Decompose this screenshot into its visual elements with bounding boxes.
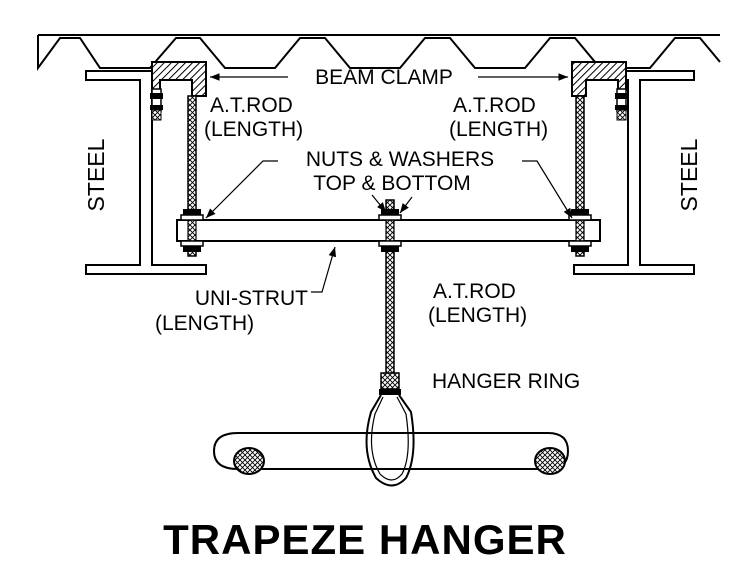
steel-left-label: STEEL xyxy=(83,138,109,211)
steel-right-label: STEEL xyxy=(676,138,702,211)
top-bottom-label: TOP & BOTTOM xyxy=(313,172,471,195)
nuts-washers-label: NUTS & WASHERS xyxy=(306,148,494,171)
uni-strut-label: UNI-STRUT xyxy=(195,287,308,310)
nuts-washers-left xyxy=(180,209,204,252)
rod-left-label: A.T.ROD xyxy=(210,94,293,117)
rod-left-length-label: (LENGTH) xyxy=(204,118,303,141)
threaded-rod-right xyxy=(575,95,585,257)
hanger-ring-label: HANGER RING xyxy=(432,370,580,393)
leader-lines xyxy=(205,73,573,293)
rod-center-length-label: (LENGTH) xyxy=(428,304,527,327)
hanger-ring xyxy=(365,372,415,487)
uni-strut-length-label: (LENGTH) xyxy=(155,312,254,335)
steel-beam-right xyxy=(573,70,695,275)
rod-right-length-label: (LENGTH) xyxy=(449,118,548,141)
threaded-rod-left xyxy=(187,95,197,257)
pipe xyxy=(212,432,570,475)
uni-strut xyxy=(176,219,601,242)
nuts-washers-center xyxy=(378,209,402,252)
rod-right-label: A.T.ROD xyxy=(453,94,536,117)
beam-clamp-label: BEAM CLAMP xyxy=(315,66,453,89)
rod-center-label: A.T.ROD xyxy=(433,280,516,303)
beam-clamp-left xyxy=(150,61,207,121)
diagram-title: TRAPEZE HANGER xyxy=(163,516,567,563)
